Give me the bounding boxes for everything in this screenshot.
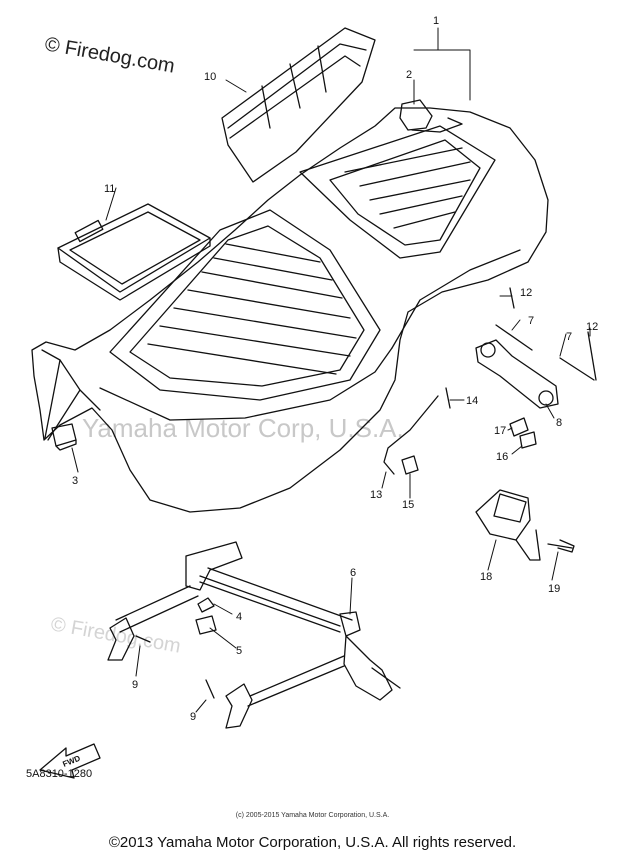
callout-6: 6: [350, 567, 356, 579]
forward-arrow-icon: [39, 743, 101, 779]
callout-10: 10: [204, 71, 216, 83]
callout-7b: 7: [566, 331, 572, 343]
callout-14: 14: [466, 395, 478, 407]
seat-assembly: [31, 99, 549, 513]
storage-tray-part: [221, 27, 376, 183]
callout-9b: 9: [190, 711, 196, 723]
seat-hinge-assembly: [107, 541, 401, 729]
callout-11: 11: [104, 183, 115, 195]
footer-copyright: ©2013 Yamaha Motor Corporation, U.S.A. A…: [108, 834, 517, 851]
watermark-firedog-top: © Firedog.com: [43, 33, 176, 77]
callout-2: 2: [406, 69, 412, 81]
damper-part: [51, 423, 77, 451]
callout-7a: 7: [528, 315, 534, 327]
small-copyright: (c) 2005-2015 Yamaha Motor Corporation, …: [235, 812, 390, 819]
callout-12a: 12: [520, 287, 532, 299]
latch-bracket-part: [445, 287, 597, 449]
diagram-code: 5A8310-1280: [26, 768, 93, 780]
callout-16: 16: [496, 451, 508, 463]
seat-lock-part: [475, 489, 575, 561]
callout-19: 19: [548, 583, 560, 595]
seat-rod-part: [383, 395, 439, 475]
callout-4: 4: [236, 611, 242, 623]
callout-5: 5: [236, 645, 242, 657]
callout-labels: 1 2 10 11 3 12 7 7 12 8 14 17 16 13 15 1…: [72, 15, 598, 723]
tray-lid-part: [57, 203, 211, 301]
callout-15: 15: [402, 499, 414, 511]
callout-18: 18: [480, 571, 492, 583]
callout-9a: 9: [132, 679, 138, 691]
leader-lines: [71, 27, 591, 713]
callout-17: 17: [494, 425, 506, 437]
callout-12b: 12: [586, 321, 598, 333]
callout-8: 8: [556, 417, 562, 429]
callout-13: 13: [370, 489, 382, 501]
callout-3: 3: [72, 475, 78, 487]
callout-1: 1: [433, 15, 439, 27]
